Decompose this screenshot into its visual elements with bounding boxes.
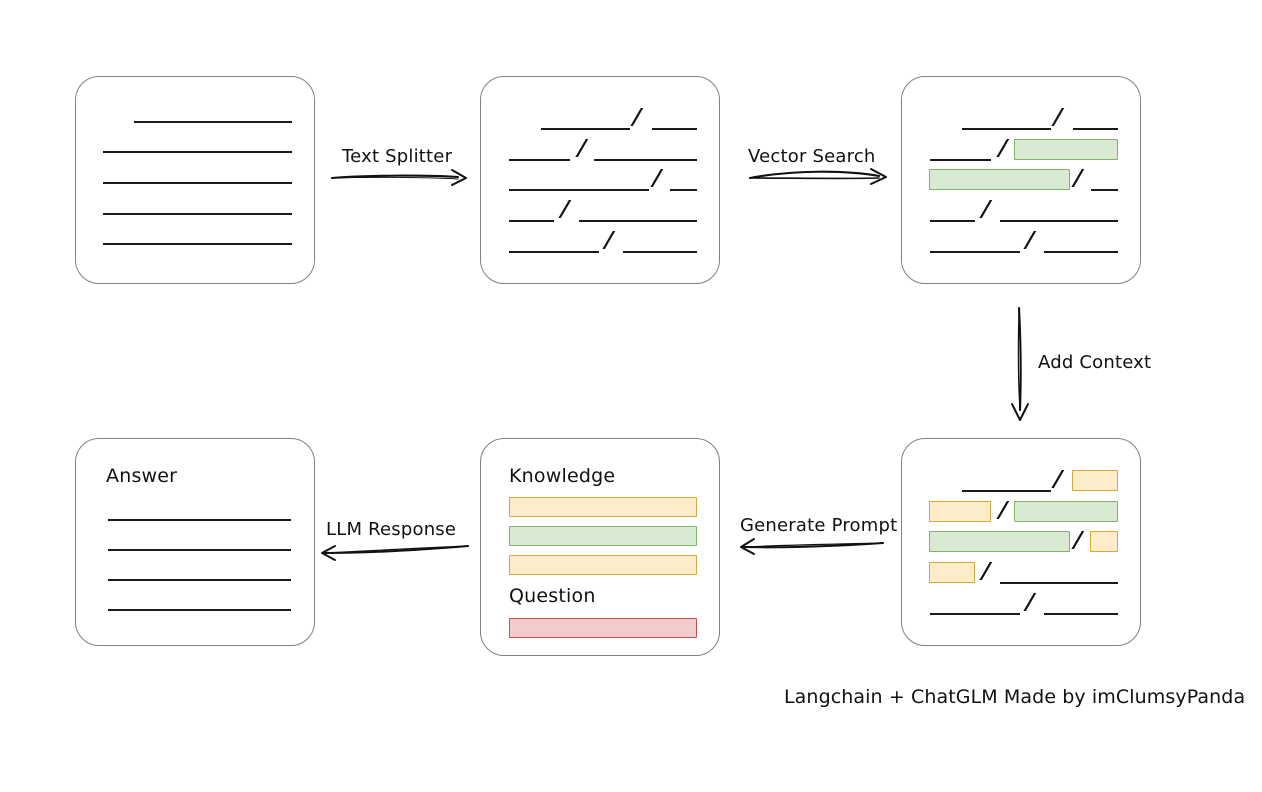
split-chunks-box[interactable]: / / / / / bbox=[480, 76, 720, 284]
document-line bbox=[1044, 613, 1118, 615]
matched-chunk-bar[interactable] bbox=[929, 169, 1070, 190]
edge-llm-response-label: LLM Response bbox=[326, 519, 457, 540]
chunk-separator: / bbox=[604, 228, 614, 253]
chunk-separator: / bbox=[1025, 590, 1035, 615]
matched-chunks-box[interactable]: / / / / / bbox=[901, 76, 1141, 284]
document-line bbox=[103, 182, 292, 184]
document-line bbox=[1000, 220, 1118, 222]
document-line bbox=[1044, 251, 1118, 253]
knowledge-bar[interactable] bbox=[509, 555, 697, 575]
context-chunk-bar[interactable] bbox=[1090, 531, 1118, 552]
knowledge-bar[interactable] bbox=[509, 497, 697, 517]
answer-line bbox=[108, 549, 291, 551]
chunk-separator: / bbox=[998, 498, 1008, 523]
document-line bbox=[541, 128, 630, 130]
document-line bbox=[1000, 582, 1118, 584]
prompt-box[interactable]: Knowledge Question bbox=[480, 438, 720, 656]
document-line bbox=[103, 243, 292, 245]
source-document-box[interactable] bbox=[75, 76, 315, 284]
question-bar[interactable] bbox=[509, 618, 697, 638]
document-line bbox=[1091, 189, 1118, 191]
context-chunk-bar[interactable] bbox=[929, 501, 991, 522]
document-line bbox=[930, 613, 1020, 615]
chunk-separator: / bbox=[1025, 228, 1035, 253]
context-chunk-bar[interactable] bbox=[1014, 501, 1118, 522]
document-line bbox=[509, 220, 554, 222]
footer-credit: Langchain + ChatGLM Made by imClumsyPand… bbox=[784, 686, 1246, 708]
document-line bbox=[509, 159, 570, 161]
chunk-separator: / bbox=[1073, 528, 1083, 553]
edge-text-splitter-label: Text Splitter bbox=[342, 146, 453, 167]
chunk-separator: / bbox=[1073, 166, 1083, 191]
context-chunk-bar[interactable] bbox=[929, 562, 975, 583]
edge-generate-prompt-label: Generate Prompt bbox=[740, 515, 898, 536]
answer-line bbox=[108, 519, 291, 521]
chunk-separator: / bbox=[632, 105, 642, 130]
document-line bbox=[623, 251, 697, 253]
edge-vector-search[interactable]: Vector Search bbox=[748, 146, 888, 188]
edge-text-splitter[interactable]: Text Splitter bbox=[330, 146, 470, 190]
document-line bbox=[930, 220, 975, 222]
chunk-separator: / bbox=[652, 166, 662, 191]
answer-label: Answer bbox=[106, 465, 178, 487]
document-line bbox=[652, 128, 697, 130]
answer-line bbox=[108, 579, 291, 581]
document-line bbox=[509, 189, 649, 191]
chunk-separator: / bbox=[1053, 467, 1063, 492]
edge-vector-search-label: Vector Search bbox=[748, 146, 876, 167]
document-line bbox=[962, 490, 1051, 492]
question-label: Question bbox=[509, 585, 596, 607]
knowledge-bar[interactable] bbox=[509, 526, 697, 546]
document-line bbox=[962, 128, 1051, 130]
answer-line bbox=[108, 609, 291, 611]
document-line bbox=[594, 159, 697, 161]
document-line bbox=[103, 213, 292, 215]
document-line bbox=[930, 251, 1020, 253]
document-line bbox=[670, 189, 697, 191]
knowledge-label: Knowledge bbox=[509, 465, 616, 487]
edge-generate-prompt[interactable]: Generate Prompt bbox=[740, 515, 897, 555]
context-document-box[interactable]: / / / / / bbox=[901, 438, 1141, 646]
document-line bbox=[1073, 128, 1118, 130]
context-chunk-bar[interactable] bbox=[1072, 470, 1118, 491]
context-chunk-bar[interactable] bbox=[929, 531, 1070, 552]
edge-add-context[interactable]: Add Context bbox=[1010, 306, 1151, 421]
edge-llm-response[interactable]: LLM Response bbox=[320, 519, 470, 561]
chunk-separator: / bbox=[560, 197, 570, 222]
chunk-separator: / bbox=[981, 559, 991, 584]
document-line bbox=[103, 151, 292, 153]
answer-box[interactable]: Answer bbox=[75, 438, 315, 646]
edge-add-context-label: Add Context bbox=[1038, 352, 1152, 373]
matched-chunk-bar[interactable] bbox=[1014, 139, 1118, 160]
document-line bbox=[579, 220, 697, 222]
document-line bbox=[930, 159, 991, 161]
chunk-separator: / bbox=[998, 136, 1008, 161]
document-line bbox=[134, 121, 292, 123]
chunk-separator: / bbox=[1053, 105, 1063, 130]
chunk-separator: / bbox=[577, 136, 587, 161]
document-line bbox=[509, 251, 599, 253]
chunk-separator: / bbox=[981, 197, 991, 222]
